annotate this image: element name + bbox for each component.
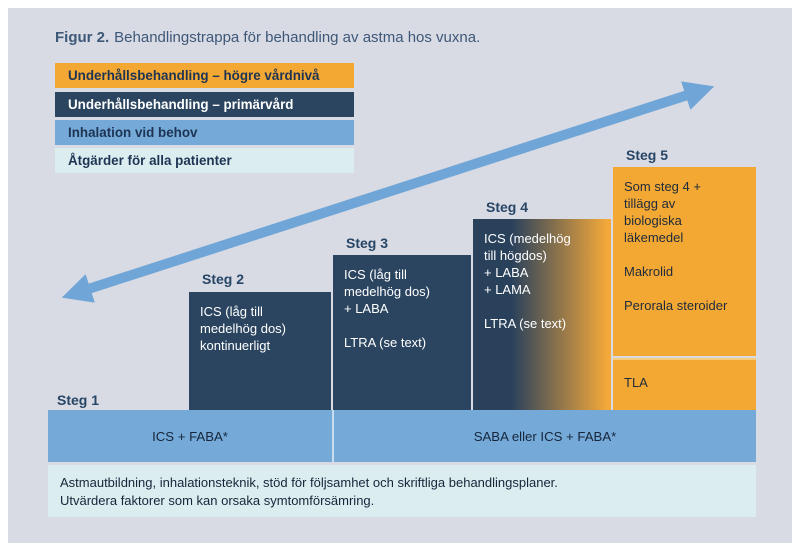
legend-item-maintenance-higher-care: Underhållsbehandling – högre vårdnivå bbox=[55, 63, 354, 88]
step3-label: Steg 3 bbox=[346, 235, 389, 251]
step5-label: Steg 5 bbox=[626, 147, 669, 163]
reliever-bar-divider bbox=[332, 410, 334, 462]
legend-item-inhalation-as-needed: Inhalation vid behov bbox=[55, 120, 354, 145]
figure-title: Figur 2.Behandlingstrappa för behandling… bbox=[55, 29, 480, 46]
reliever-bar-left-segment: ICS + FABA* bbox=[152, 428, 228, 444]
reliever-bar: ICS + FABA* SABA eller ICS + FABA* bbox=[48, 410, 756, 462]
step2-label: Steg 2 bbox=[202, 271, 245, 287]
legend-item-actions-all-patients: Åtgärder för alla patienter bbox=[55, 148, 354, 173]
step4-box: ICS (medelhög till högdos) + LABA + LAMA… bbox=[473, 219, 611, 410]
legend-item-label: Underhållsbehandling – primärvård bbox=[68, 97, 294, 112]
reliever-bar-right-segment: SABA eller ICS + FABA* bbox=[473, 428, 617, 444]
legend-item-maintenance-primary-care: Underhållsbehandling – primärvård bbox=[55, 92, 354, 117]
step5-box: Som steg 4 + tillägg av biologiska läkem… bbox=[613, 167, 756, 356]
figure-number: Figur 2. bbox=[55, 29, 110, 46]
base-measures-box: Astmautbildning, inhalationsteknik, stöd… bbox=[48, 465, 756, 517]
step4-label: Steg 4 bbox=[486, 199, 529, 215]
step1-label: Steg 1 bbox=[57, 392, 100, 408]
legend-item-label: Inhalation vid behov bbox=[68, 125, 198, 140]
step2-box: ICS (låg till medelhög dos) kontinuerlig… bbox=[189, 292, 331, 410]
step3-box: ICS (låg till medelhög dos) + LABA LTRA … bbox=[333, 255, 471, 410]
legend-item-label: Underhållsbehandling – högre vårdnivå bbox=[68, 68, 320, 83]
legend-item-label: Åtgärder för alla patienter bbox=[68, 153, 232, 168]
step5-tla-box: TLA bbox=[613, 358, 756, 410]
figure-caption: Behandlingstrappa för behandling av astm… bbox=[114, 29, 481, 46]
figure-panel: Figur 2.Behandlingstrappa för behandling… bbox=[8, 8, 792, 543]
